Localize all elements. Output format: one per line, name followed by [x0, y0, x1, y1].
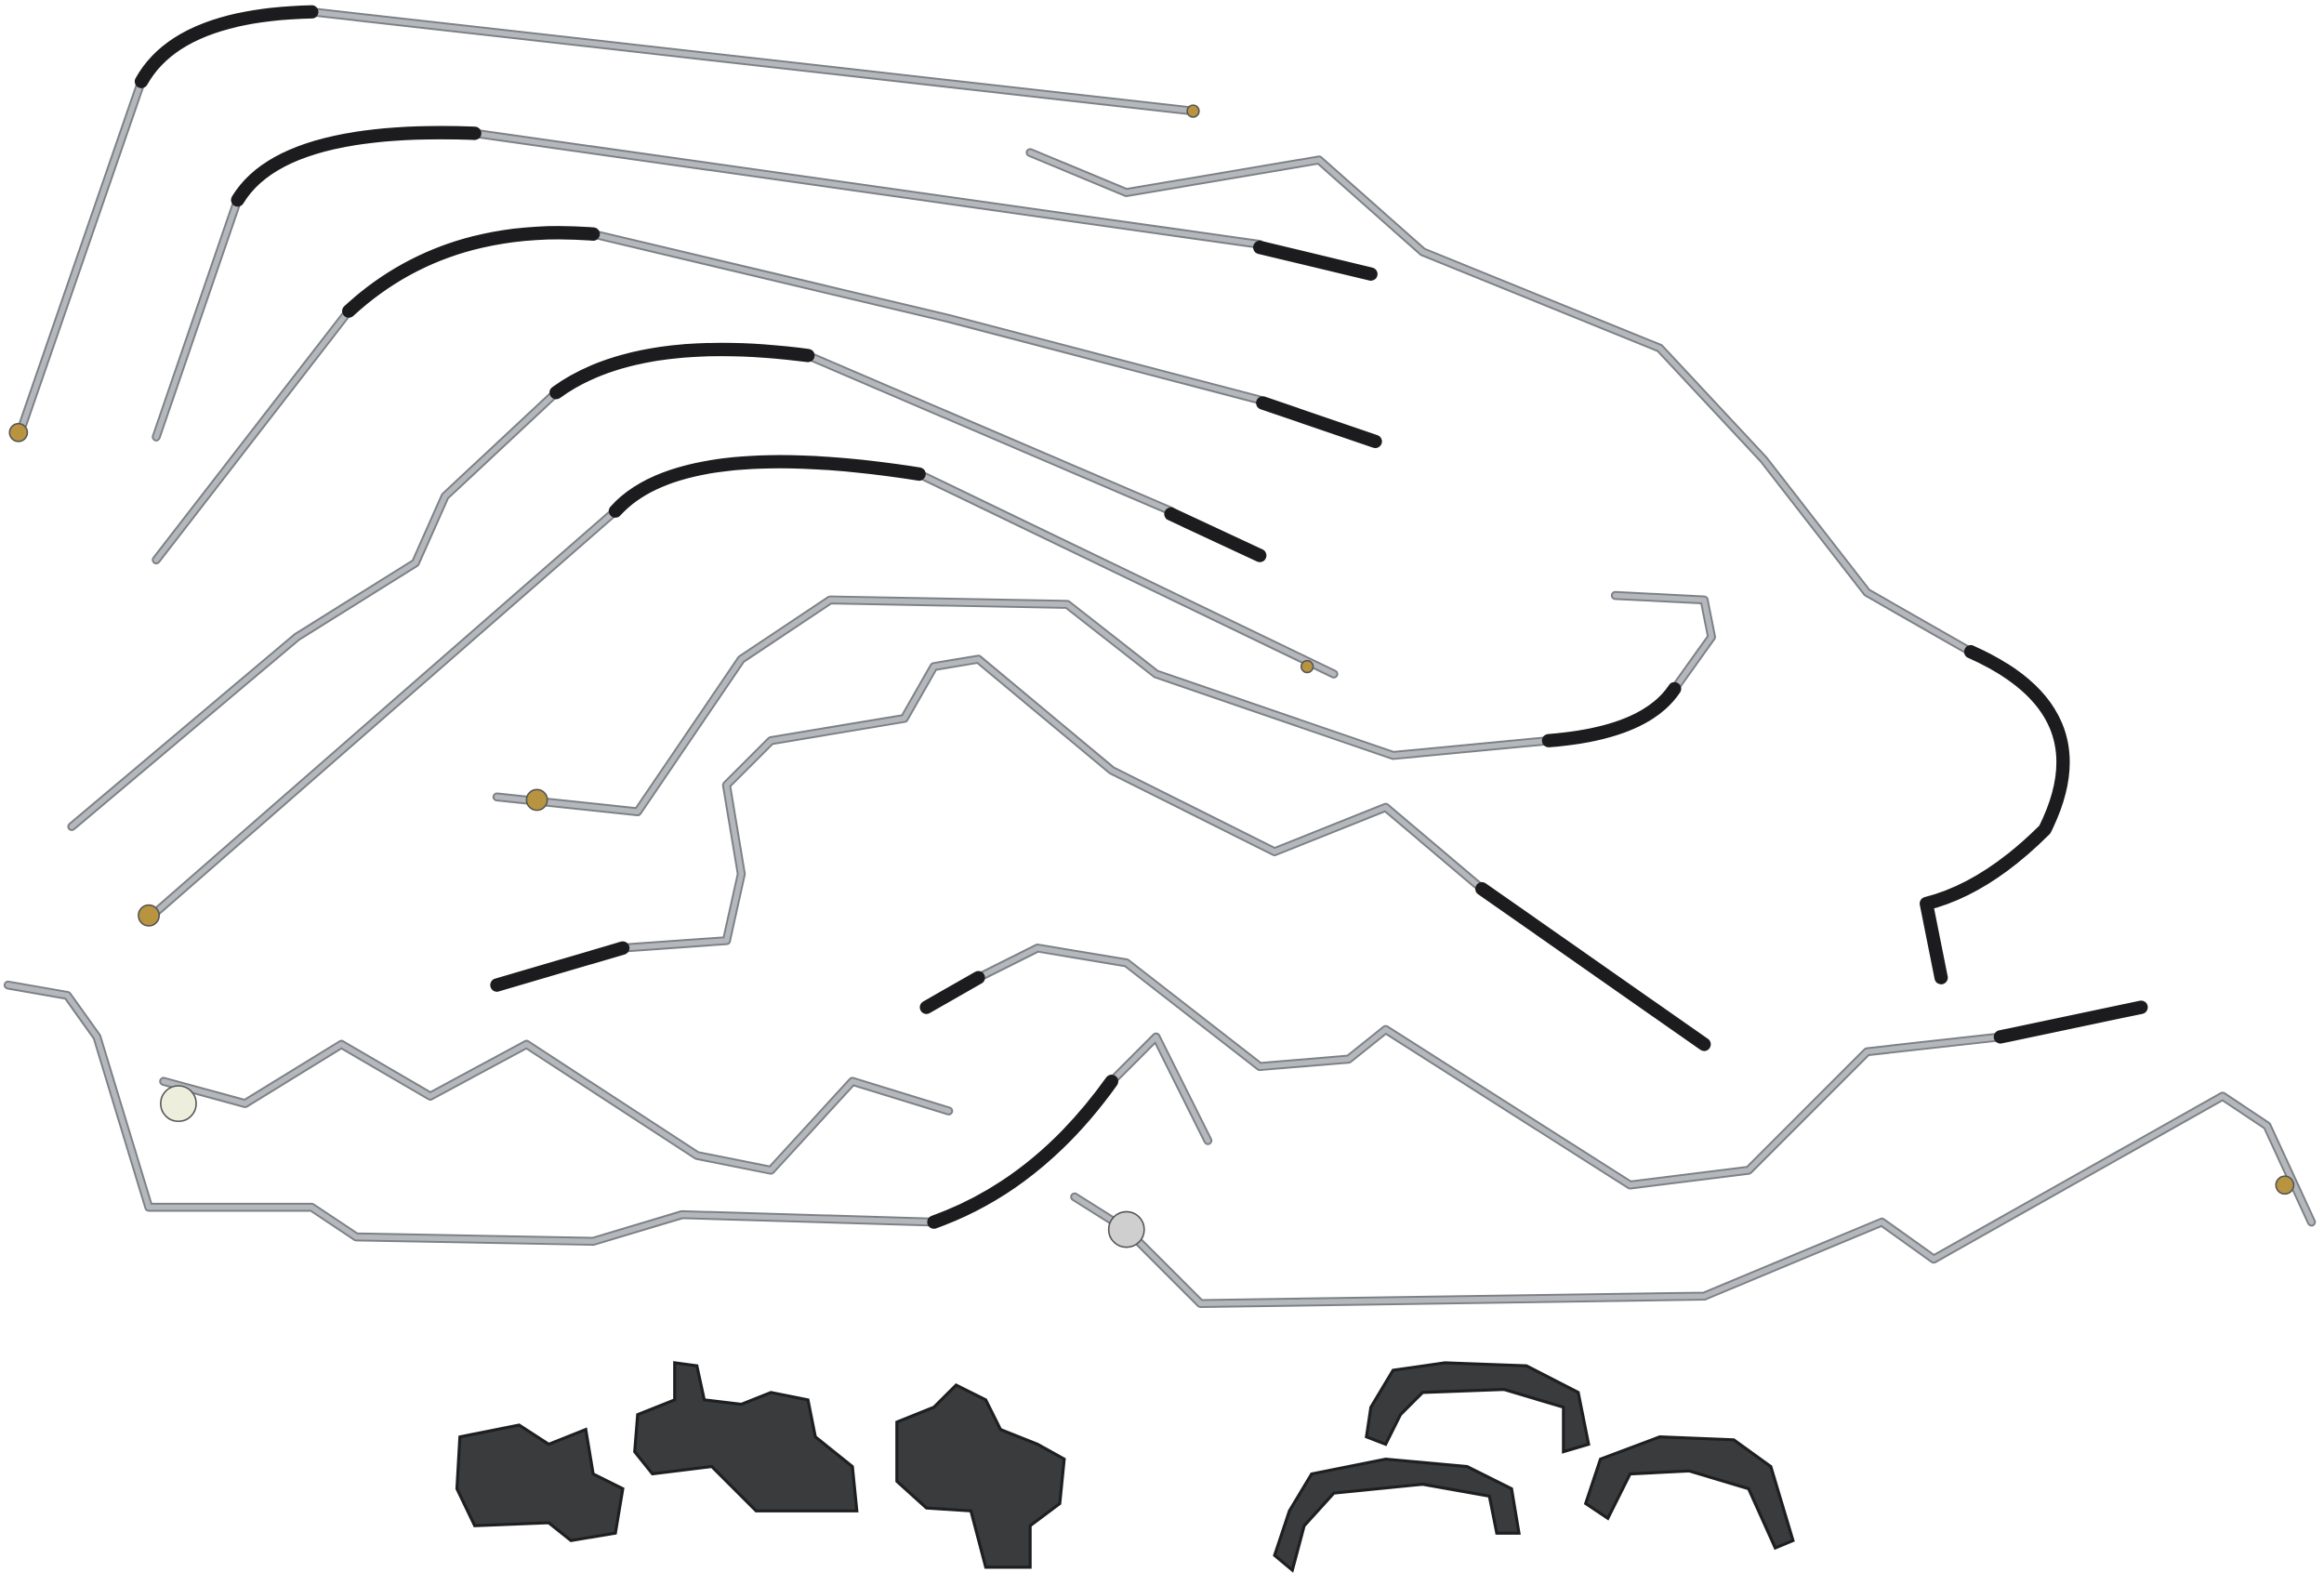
metal-tube-highlight: [309, 8, 1196, 114]
metal-tube-highlight: [471, 130, 1262, 247]
metal-tube-highlight: [975, 945, 2003, 1188]
metal-tube-highlight: [1027, 150, 1974, 654]
fuel-line-assembly-5: [144, 455, 1339, 923]
rubber-hose: [134, 5, 319, 88]
metal-tube-highlight: [620, 656, 1485, 951]
fitting: [8, 422, 29, 442]
fuel-line-assembly-10: [3, 980, 1213, 1247]
fuel-line-assembly-2: [152, 125, 1378, 442]
fitting: [1300, 659, 1314, 674]
metal-tube-highlight: [16, 78, 144, 440]
retaining-clip-2: [633, 1361, 859, 1512]
metal-tube-highlight: [1072, 1093, 2315, 1307]
fuel-line-assembly-3: [152, 226, 1382, 565]
fuel-line-assembly-4: [67, 342, 1267, 831]
metal-tube-highlight: [146, 508, 618, 921]
metal-tube-highlight: [1109, 1034, 1211, 1143]
retaining-clip-6: [1583, 1435, 1795, 1551]
rubber-hose: [919, 971, 2148, 1044]
fitting: [2275, 1175, 2295, 1195]
metal-tube-highlight: [153, 197, 241, 440]
rubber-hose: [608, 455, 926, 518]
metal-tube-highlight: [161, 1041, 952, 1173]
fitting: [1186, 104, 1200, 118]
metal-tube: [1107, 1032, 1213, 1145]
fitting: [1107, 1210, 1145, 1248]
metal-tube-highlight: [153, 308, 351, 563]
rubber-hose: [927, 1075, 1118, 1229]
metal-tube: [618, 654, 1486, 953]
fitting: [138, 904, 161, 927]
retaining-clip-5: [1273, 1457, 1521, 1573]
fuel-line-assembly-1: [14, 5, 1198, 442]
metal-tube-highlight: [494, 597, 1552, 815]
retaining-clip-3: [895, 1382, 1066, 1569]
rubber-hose: [231, 125, 1378, 281]
fitting: [160, 1085, 197, 1123]
retaining-clip-4: [1365, 1361, 1591, 1454]
rubber-hose: [1920, 644, 2070, 984]
fuel-line-assembly-11: [159, 1039, 954, 1175]
rubber-hose: [549, 342, 1267, 562]
metal-tube-highlight: [1612, 592, 1714, 692]
fitting: [525, 788, 548, 812]
retaining-clip-1: [455, 1423, 625, 1542]
fuel-line-assembly-12: [1070, 1091, 2317, 1309]
metal-tube: [1070, 1091, 2317, 1309]
rubber-hose: [1541, 681, 1682, 747]
metal-tube-highlight: [916, 471, 1337, 677]
fuel-line-assembly-6: [492, 590, 1716, 816]
rubber-hose: [342, 226, 1382, 449]
metal-tube-highlight: [5, 982, 937, 1245]
rubber-hose: [490, 881, 1711, 1051]
metal-tube-highlight: [69, 390, 560, 829]
metal-tube: [1610, 590, 1716, 693]
fuel-line-assembly-7: [490, 654, 1711, 1051]
metal-tube-highlight: [805, 352, 1174, 514]
fuel-line-assembly-9: [919, 944, 2148, 1190]
metal-tube-highlight: [590, 231, 1262, 403]
fuel-line-assembly-8: [1025, 148, 2070, 984]
metal-tube: [492, 595, 1553, 816]
